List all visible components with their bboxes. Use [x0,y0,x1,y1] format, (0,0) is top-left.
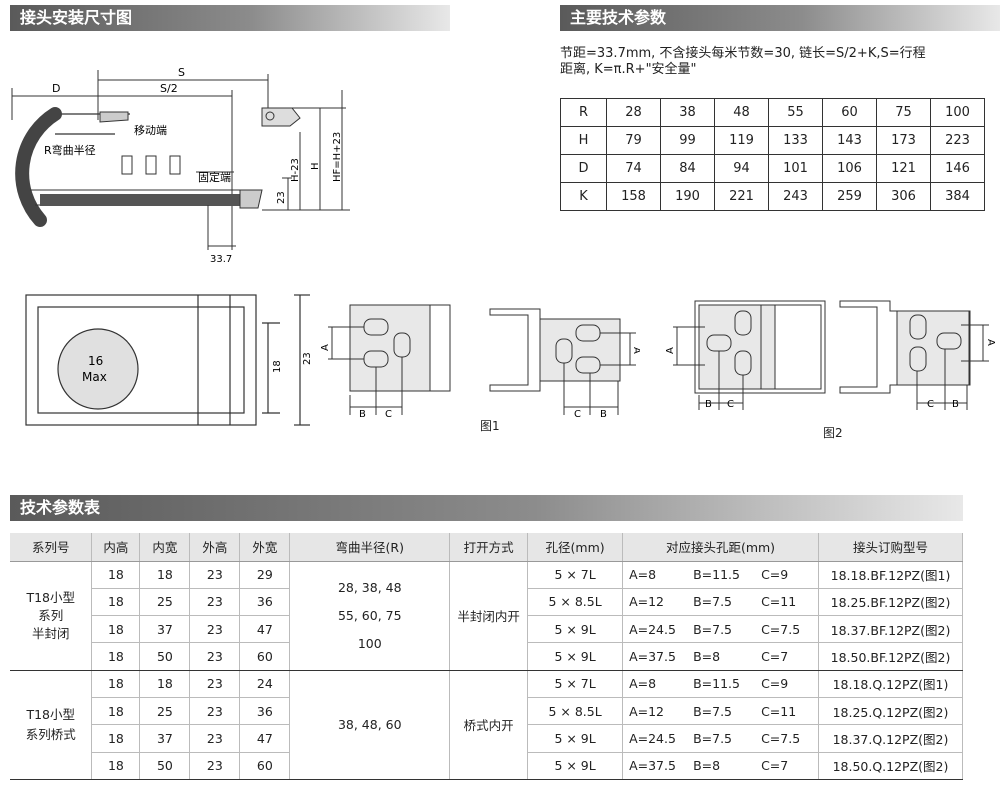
fig1-b-left: B [359,409,366,420]
figure2-label: 图2 [823,426,843,440]
dim-h-label: H [310,162,321,170]
param-row-k: K 158 190 221 243 259 306 384 [560,182,985,211]
fig2-b-right: B [952,399,959,410]
fig1-c-right: C [574,409,581,420]
figure2-diagram: A B C A C B [665,300,996,410]
dim-s-label: S [178,66,185,79]
max-size-bottom: Max [82,370,107,384]
spec-header-row: 系列号 内高 内宽 外高 外宽 弯曲半径(R) 打开方式 孔径(mm) 对应接头… [10,533,964,562]
fig2-a-left: A [665,347,676,354]
param-note-line1: 节距=33.7mm, 不含接头每米节数=30, 链长=S/2+K,S=行程 [560,46,926,61]
dim-d-label: D [52,82,60,95]
fig2-b-left: B [705,399,712,410]
radius-cell: 38, 48, 60 [289,670,451,780]
bend-radius-label: R弯曲半径 [44,143,96,157]
fig2-c-right: C [927,399,934,410]
open-type-cell: 桥式内开 [449,670,529,780]
chain-install-diagram: D S S/2 移动端 R弯曲半径 固定端 H-23 H HF=H+23 23 … [11,66,350,265]
param-row-d: D 74 84 94 101 106 121 146 [560,154,985,183]
param-row-r: R 28 38 48 55 60 75 100 [560,98,985,127]
open-type-cell: 半封闭内开 [449,561,529,671]
dim-23-label: 23 [276,191,287,204]
param-table: R 28 38 48 55 60 75 100 H 79 99 119 133 … [560,98,985,211]
table-row: T18小型 系列桥式 18 18 23 24 38, 48, 60 桥式内开 5… [10,670,964,780]
dim-23b-label: 23 [302,352,313,365]
fixed-end-label: 固定端 [198,170,231,184]
install-header: 接头安装尺寸图 [10,5,450,31]
fig2-c-left: C [727,399,734,410]
moving-end-label: 移动端 [134,124,167,137]
figure1-label: 图1 [480,419,500,433]
fig1-c-left: C [385,409,392,420]
spec-header: 技术参数表 [10,495,963,521]
fig1-a-right: A [631,347,640,354]
fig1-b-right: B [600,409,607,420]
param-row-h: H 79 99 119 133 143 173 223 [560,126,985,155]
params-header: 主要技术参数 [560,5,1000,31]
dim-s2-label: S/2 [160,82,178,95]
series-cell: T18小型 系列 半封闭 [10,561,93,671]
fig2-a-right: A [985,339,996,346]
radius-cell: 28, 38, 48 55, 60, 75 100 [289,561,451,671]
fig1-a-left: A [320,344,331,351]
dim-hf-label: HF=H+23 [332,132,343,182]
figure1-diagram: A B C A C B [320,304,640,420]
table-row: T18小型 系列 半封闭 18 18 23 29 28, 38, 48 55, … [10,561,964,671]
spec-table: 系列号 内高 内宽 外高 外宽 弯曲半径(R) 打开方式 孔径(mm) 对应接头… [10,533,964,780]
param-note-line2: 距离, K=π.R+"安全量" [560,62,697,77]
pitch-label: 33.7 [210,254,232,265]
dim-h23-label: H-23 [290,158,301,182]
series-cell: T18小型 系列桥式 [10,670,93,780]
dim-18-label: 18 [272,360,283,373]
chain-cross-section: 16 Max 18 23 [25,294,313,426]
max-size-top: 16 [88,354,103,368]
